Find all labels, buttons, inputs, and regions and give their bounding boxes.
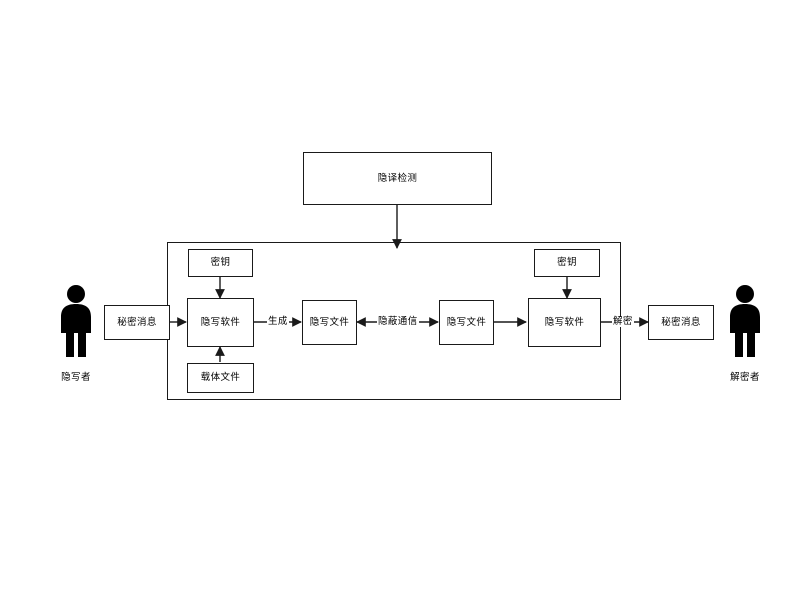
node-label: 隐写软件 [544, 316, 585, 328]
node-label: 隐写文件 [309, 316, 350, 328]
node-label: 载体文件 [200, 372, 241, 384]
node-steganalysis-detection[interactable]: 隐译检测 [303, 152, 492, 205]
node-key-right[interactable]: 密钥 [534, 249, 600, 277]
node-secret-message-left[interactable]: 秘密消息 [104, 305, 170, 340]
node-label: 隐译检测 [377, 172, 418, 184]
node-stego-file-left[interactable]: 隐写文件 [302, 300, 357, 345]
edge-label-decrypt: 解密 [612, 316, 634, 327]
node-carrier-file[interactable]: 载体文件 [187, 363, 254, 393]
edge-label-generate: 生成 [267, 316, 289, 327]
edge-label-covert-communication: 隐蔽通信 [377, 316, 419, 327]
node-label: 密钥 [210, 257, 231, 269]
node-stego-file-right[interactable]: 隐写文件 [439, 300, 494, 345]
sender-person-icon [61, 285, 91, 357]
node-label: 秘密消息 [661, 316, 701, 328]
sender-label: 隐写者 [61, 372, 91, 383]
node-key-left[interactable]: 密钥 [188, 249, 253, 277]
node-stego-software-left[interactable]: 隐写软件 [187, 298, 254, 347]
node-stego-software-right[interactable]: 隐写软件 [528, 298, 601, 347]
node-label: 密钥 [557, 257, 577, 269]
receiver-person-icon [730, 285, 760, 357]
node-label: 隐写软件 [200, 316, 241, 328]
node-label: 秘密消息 [117, 316, 157, 328]
node-label: 隐写文件 [446, 316, 487, 328]
receiver-label: 解密者 [730, 372, 760, 383]
node-secret-message-right[interactable]: 秘密消息 [648, 305, 714, 340]
